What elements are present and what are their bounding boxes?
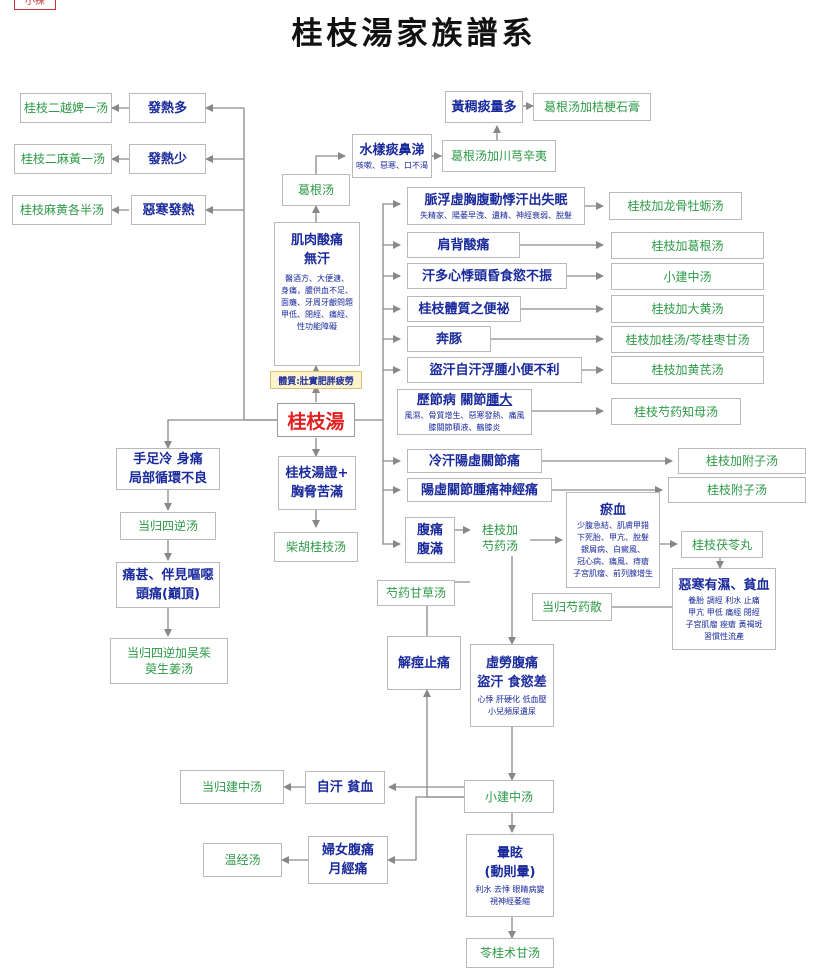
result-fuzi-add: 桂枝加附子汤	[678, 448, 806, 474]
box-bentun: 奔豚	[407, 326, 491, 352]
box-shoulder-pain: 肩背酸痛	[407, 232, 520, 258]
box-muscle-pain: 肌肉酸痛 無汗 醫酒方、大便溏、 身痛，膿供血不足、 面癱、牙周牙齦問題 甲低、…	[274, 222, 360, 366]
result-chaihu-guizhi: 柴胡桂枝汤	[274, 532, 358, 562]
box-cold-limbs: 手足冷 身痛 局部循環不良	[116, 448, 220, 490]
result-danggui-sini: 当归四逆汤	[120, 512, 216, 540]
result-linggui-zhugan: 苓桂术甘汤	[466, 938, 554, 968]
box-cold-sweat: 冷汗陽虛關節痛	[407, 449, 542, 473]
box-runny-phlegm: 水樣痰鼻涕 咳嗽、惡寒、口不渴	[352, 134, 432, 178]
box-fever-much: 發熱多	[129, 93, 206, 123]
box-severe-headache: 痛甚、伴見嘔噁 頭痛(巔頂)	[116, 562, 220, 608]
result-danggui-jianzhong: 当归建中汤	[180, 770, 284, 804]
result-dahuang: 桂枝加大黄汤	[611, 295, 764, 323]
result-gegen-jiegeng: 葛根汤加桔梗石膏	[533, 93, 651, 121]
result-danggui-sini-wuzhuyu: 当归四逆加吴茱 萸生姜汤	[110, 638, 228, 684]
result-guizhi-jiagui: 桂枝加桂汤/苓桂枣甘汤	[611, 326, 764, 353]
box-pulse-insomnia: 脈浮虛胸腹動悸汗出失眠 失精家、陽萎早洩、遺精、神經衰弱、脫髮	[407, 187, 585, 225]
result-xiaojianzhong-2: 小建中汤	[464, 780, 554, 813]
constitution-label: 體質:壯實肥胖疲勞	[270, 371, 362, 389]
result-gegen-add: 桂枝加葛根汤	[611, 232, 764, 259]
result-xiaojianzhong-1: 小建中汤	[611, 263, 764, 290]
box-spasm-relief: 解痙止痛	[387, 636, 461, 690]
box-women-abdominal-pain: 婦女腹痛 月經痛	[308, 836, 388, 884]
result-longgu-muli: 桂枝加龙骨牡蛎汤	[609, 192, 742, 220]
box-fever-little: 發熱少	[129, 144, 206, 174]
root-guizhi-tang: 桂枝湯	[277, 403, 355, 437]
page-title: 桂枝湯家族譜系	[291, 16, 537, 52]
stamp: 小探	[14, 0, 56, 10]
result-huangqi: 桂枝加黄芪汤	[611, 356, 764, 384]
box-abdominal-pain: 腹痛 腹滿	[405, 517, 455, 563]
result-shaoyao-zhimu: 桂枝芍药知母汤	[611, 398, 741, 425]
box-sweat-palpitation: 汗多心悸頭昏食慾不振	[407, 263, 567, 289]
box-chest-fullness: 桂枝湯證+ 胸脅苦滿	[278, 456, 356, 510]
result-shaoyao-add: 桂枝加 芍药汤	[470, 520, 530, 556]
box-constipation: 桂枝體質之便祕	[407, 296, 521, 322]
box-spontaneous-sweat-anemia: 自汗 貧血	[305, 771, 385, 804]
result-guizhi-fuzi: 桂枝附子汤	[668, 477, 806, 503]
result-gegen-chuanxiong: 葛根汤加川芎辛夷	[442, 140, 556, 172]
box-yellow-phlegm: 黃稠痰量多	[445, 91, 523, 123]
box-night-sweat: 盜汗自汗浮腫小便不利	[407, 357, 582, 383]
result-shaoyao-gancao: 芍药甘草汤	[377, 580, 455, 606]
result-danggui-shaoyao: 当归芍药散	[532, 593, 612, 621]
box-joint-swelling: 歷節病 關節腫大 風濕、骨質增生、惡寒發熱、痛風 膝關節積液、鶴膝炎	[397, 389, 532, 435]
box-blood-stasis: 瘀血 少腹急結、肌膚甲錯 下死胎、甲亢、脫髮 銀屑病、白癜風、 冠心病、痛風、痔…	[566, 492, 660, 588]
result-gegen: 葛根汤	[282, 174, 350, 206]
result-guizhi-fuling: 桂枝茯苓丸	[681, 531, 763, 558]
box-deficiency-fatigue: 虛勞腹痛 盜汗 食慾差 心悸 肝硬化 低血壓 小兒頻尿遺尿	[470, 644, 554, 727]
box-cold-damp-anemia: 惡寒有濕、貧血 養胎 調經 利水 止痛 甲亢 甲低 痛經 閉經 子宮肌瘤 痤瘡 …	[672, 568, 776, 650]
box-chill-fever: 惡寒發熱	[131, 195, 206, 225]
box-yang-deficiency: 陽虛關節腫痛神經痛	[407, 478, 552, 502]
result-guizhi-er-yuebi-yi: 桂枝二越婢一汤	[20, 93, 112, 123]
box-dizziness: 暈眩 (動則暈) 利水 去悸 眼睛病變 視神經萎縮	[466, 834, 554, 917]
result-guizhi-mahuang-geban: 桂枝麻黄各半汤	[12, 195, 112, 225]
result-wenjing: 温经汤	[203, 843, 282, 877]
result-guizhi-er-mahuang-yi: 桂枝二麻黃一汤	[14, 144, 112, 174]
